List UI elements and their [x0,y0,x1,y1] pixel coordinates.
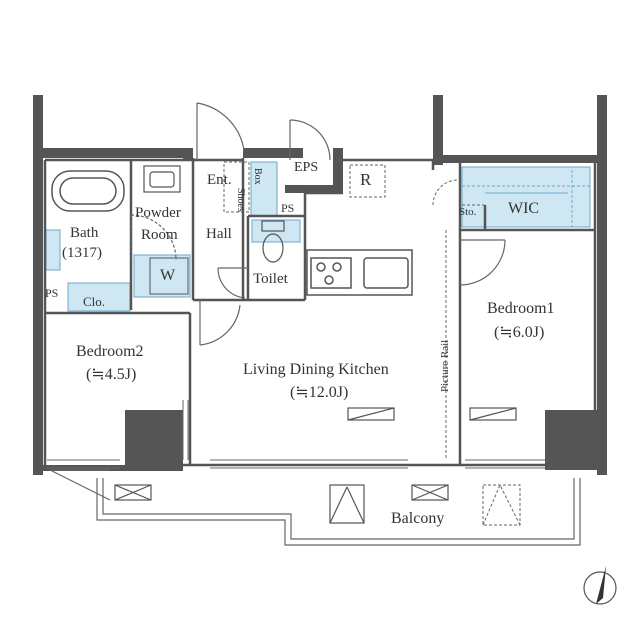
ps-bath-label: PS [45,286,59,300]
interior-walls [43,158,597,467]
refrigerator-label: R [360,170,372,189]
stove-icon [310,257,352,289]
ac-markers [114,407,517,524]
shoes-box-area [250,161,278,217]
closet-label: Clo. [83,294,106,309]
sink-icon [363,257,409,289]
wic-label: WIC [508,200,540,217]
toilet-label: Toilet [253,271,288,287]
bathtub-icon [51,170,125,212]
bath-label: Bath [70,225,99,241]
toilet-icon [261,220,285,263]
ldk-label: Living Dining Kitchen [243,361,389,378]
ent-label: Ent. [207,172,232,188]
windows [47,400,545,469]
washbasin-icon [143,165,181,193]
kitchen [306,249,413,296]
shoes-box-label-2: Box [252,168,263,185]
powder-room-label-1: Powder [135,205,181,221]
doors [49,102,506,501]
shoes-box-label: Shoes [235,188,246,212]
bedroom1-size-label: (≒6.0J) [494,324,545,341]
balcony-outline [96,478,581,546]
picture-rail-label: Picture Rail [439,339,451,392]
bedroom2-size-label: (≒4.5J) [86,366,137,383]
ps-toilet-label: PS [281,201,295,215]
dashed-lines [223,161,521,526]
balcony-label: Balcony [391,510,445,527]
ldk-size-label: (≒12.0J) [290,384,349,401]
bedroom2-label: Bedroom2 [76,343,144,360]
closet-area [67,282,131,312]
powder-room-label-2: Room [141,227,178,243]
washer-area [133,254,191,298]
bath-pipe-area [45,229,61,271]
compass-north-icon [583,566,617,605]
storage-label: Sto. [459,206,477,218]
washer-icon [149,257,189,295]
wic-area [461,166,591,228]
eps-label: EPS [294,160,319,175]
wic-details [462,170,590,227]
bedroom1-label: Bedroom1 [487,300,555,317]
washer-label: W [160,267,176,284]
bath-size-label: (1317) [62,245,102,261]
hall-label: Hall [206,226,232,242]
shoes-box-label-line1: Shoes [235,188,246,212]
